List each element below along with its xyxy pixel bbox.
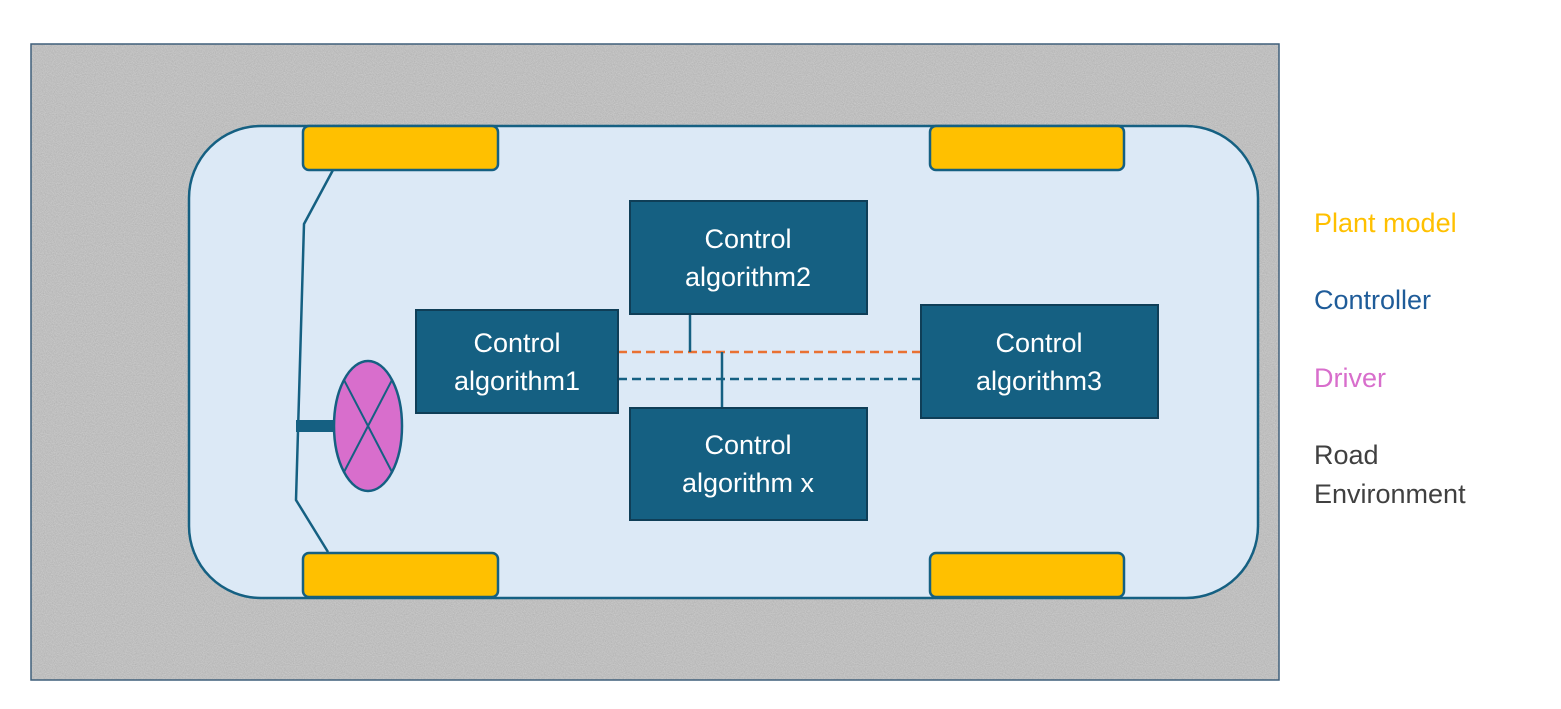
algo2-line2: algorithm2 xyxy=(685,262,811,292)
wheel-rear-left xyxy=(301,551,500,599)
algo2-line1: Control xyxy=(704,224,791,254)
car-body xyxy=(187,124,1260,600)
wheel-rear-right xyxy=(928,551,1126,599)
algox-line1: Control xyxy=(704,430,791,460)
legend-road-line2: Environment xyxy=(1314,479,1466,509)
algo1-line1: Control xyxy=(473,328,560,358)
control-algorithm-2-block: Control algorithm2 xyxy=(629,200,868,315)
legend-road-environment: Road Environment xyxy=(1314,436,1466,514)
algo3-line2: algorithm3 xyxy=(976,366,1102,396)
legend-driver: Driver xyxy=(1314,363,1386,393)
algo1-line2: algorithm1 xyxy=(454,366,580,396)
algo3-line1: Control xyxy=(995,328,1082,358)
steering-linkage xyxy=(294,169,335,553)
wheel-front-right xyxy=(928,124,1126,172)
steering-wheel-driver xyxy=(332,359,404,493)
control-algorithm-1-block: Control algorithm1 xyxy=(415,309,619,414)
algox-line2: algorithm x xyxy=(682,468,815,498)
control-algorithm-3-block: Control algorithm3 xyxy=(920,304,1159,419)
steering-column xyxy=(296,420,336,432)
wheel-front-left xyxy=(301,124,500,172)
control-algorithm-x-block: Control algorithm x xyxy=(629,407,868,521)
legend-road-line1: Road xyxy=(1314,440,1379,470)
legend-controller: Controller xyxy=(1314,285,1432,315)
legend-plant-model: Plant model xyxy=(1314,208,1457,238)
